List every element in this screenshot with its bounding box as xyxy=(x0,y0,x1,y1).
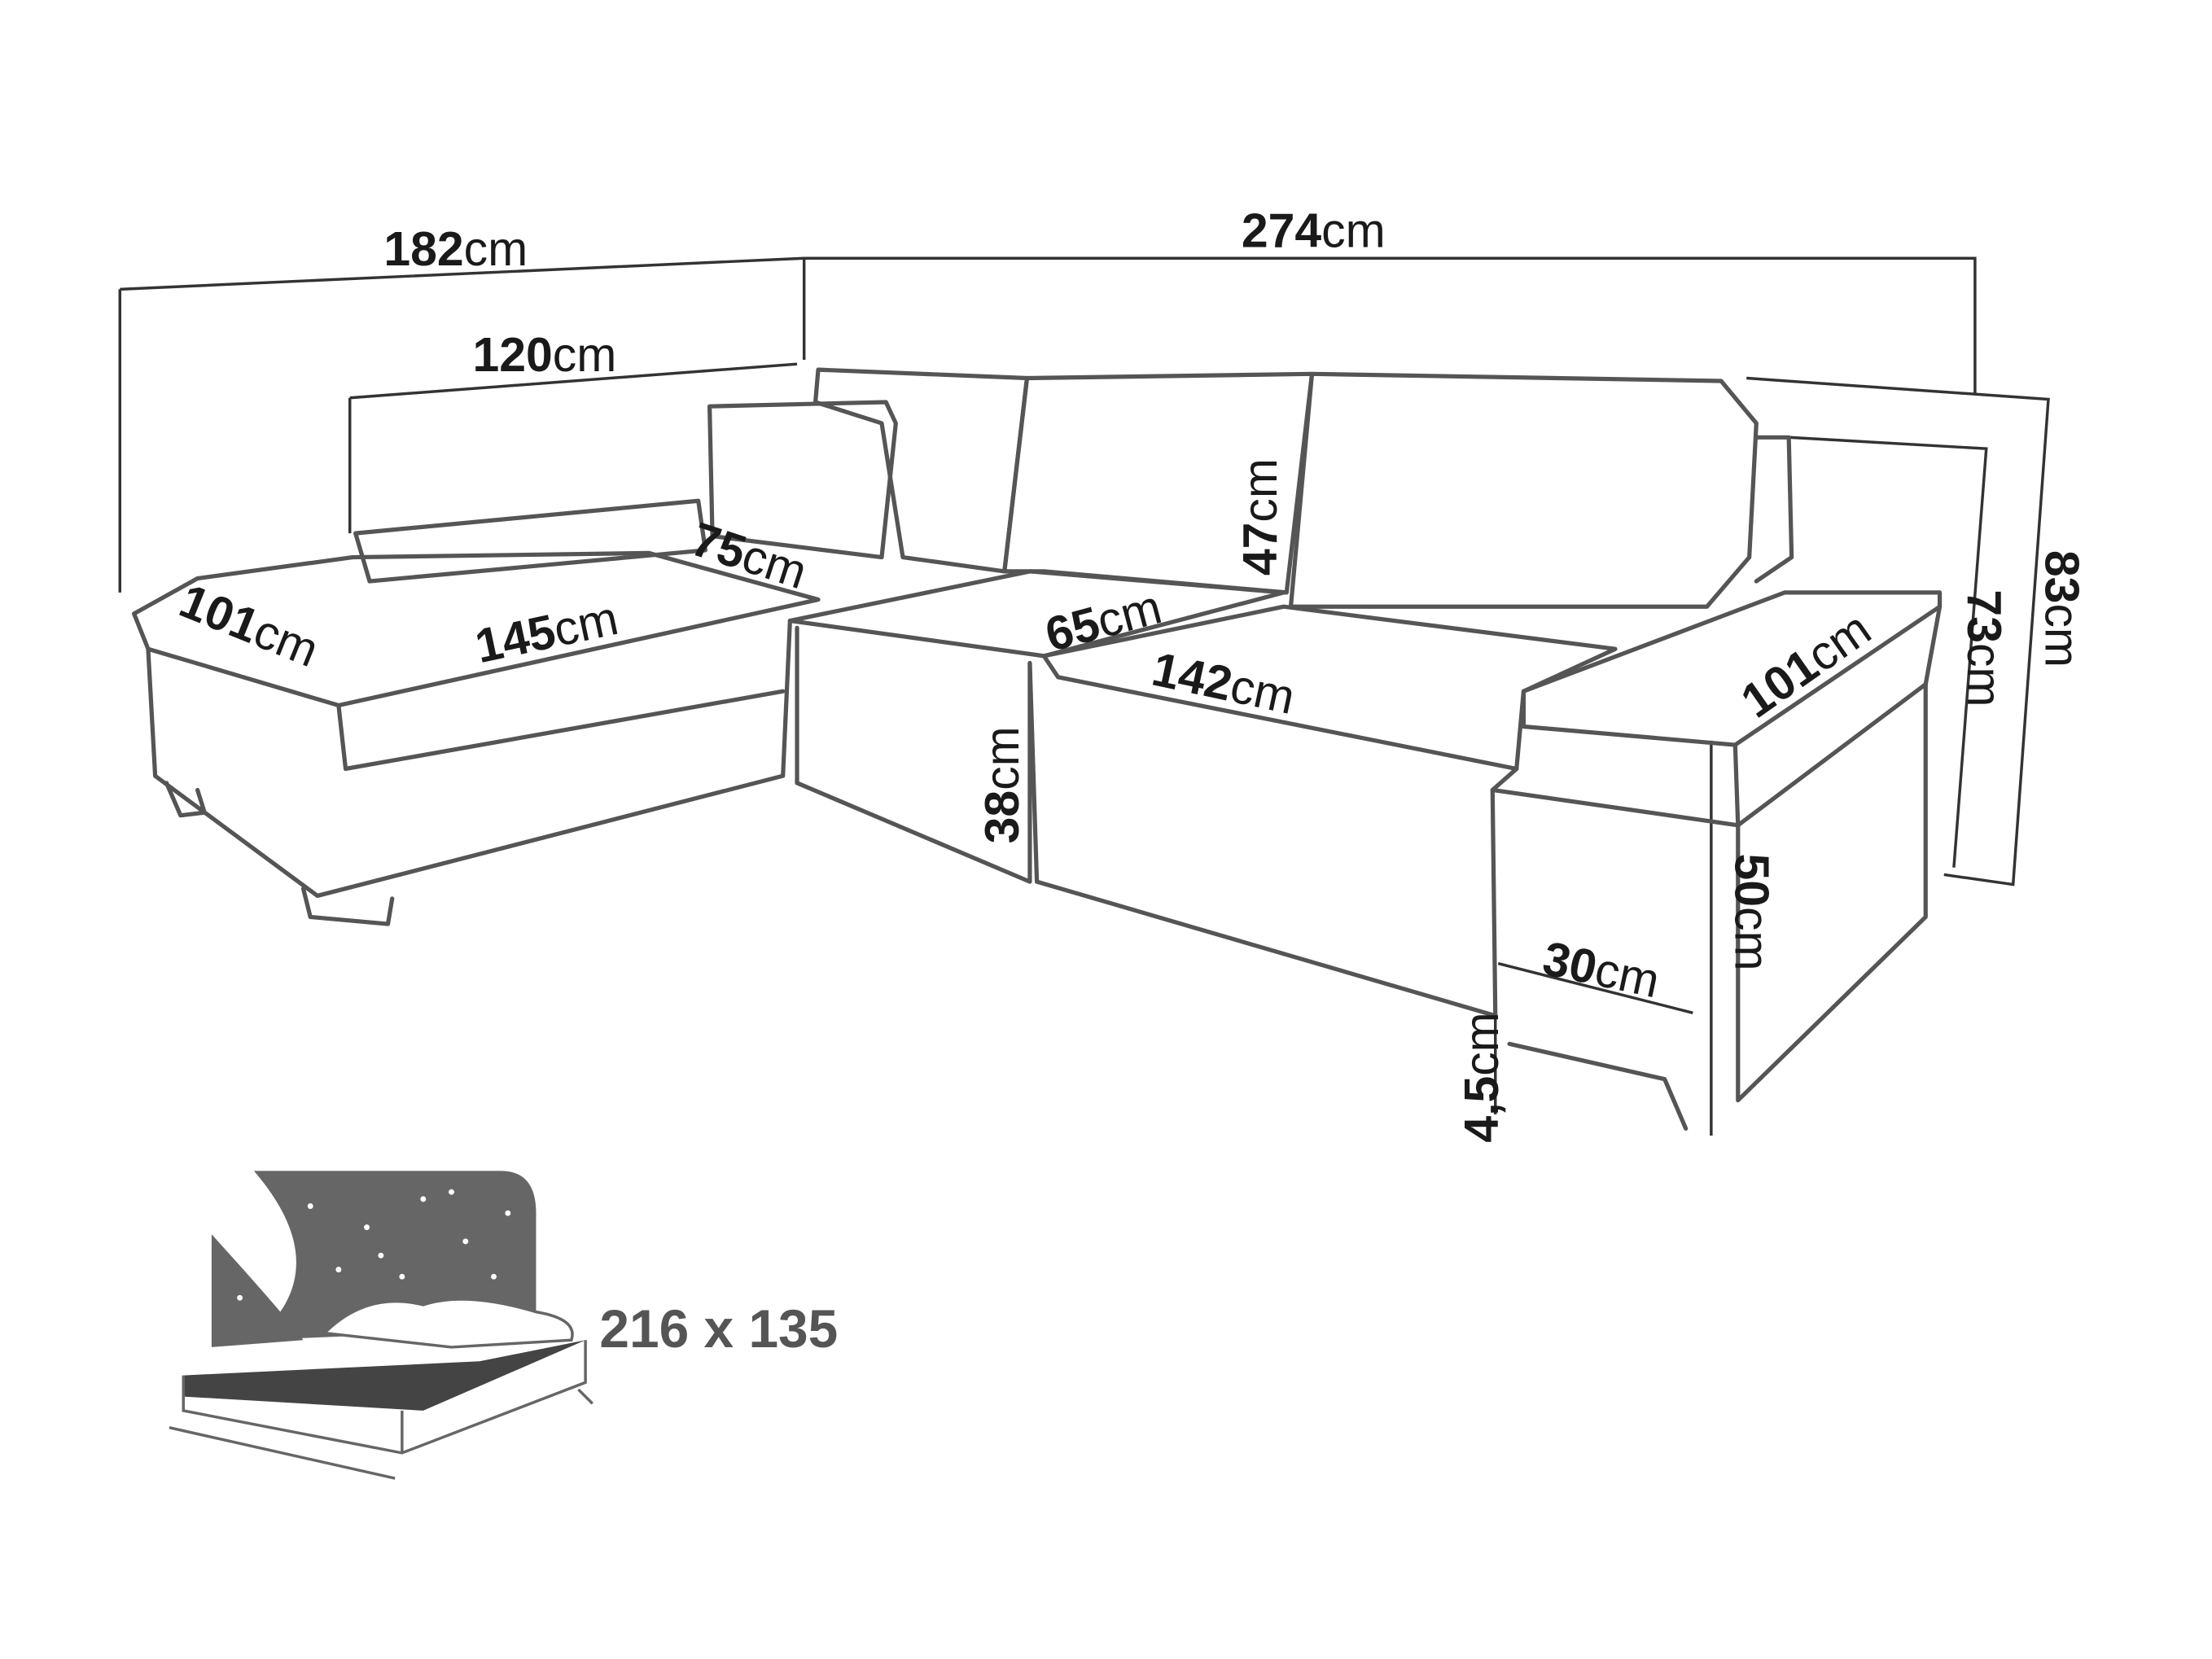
dim-4-5: 4,5cm xyxy=(1456,1012,1509,1142)
dim-83: 83cm xyxy=(2035,550,2088,668)
leg xyxy=(164,781,207,818)
dimension-labels: 182cm 274cm 120cm 75cm 101cm 145cm 65cm … xyxy=(173,204,2088,1142)
chaise-cushion xyxy=(132,550,821,708)
back-cushion-right xyxy=(1288,371,1759,609)
dim-101-chaise: 101cm xyxy=(173,575,326,678)
dim-65: 65cm xyxy=(1040,580,1167,662)
bed-icon: 216 x 135 xyxy=(169,1171,838,1480)
dim-120: 120cm xyxy=(472,329,616,382)
dimension-lines xyxy=(118,256,2050,1136)
sofa-drawing xyxy=(132,367,1943,1131)
dim-47: 47cm xyxy=(1234,458,1287,576)
dim-182: 182cm xyxy=(383,223,528,276)
dim-75: 75cm xyxy=(686,513,813,599)
dim-274: 274cm xyxy=(1242,204,1386,257)
back-side-panel xyxy=(1754,435,1794,584)
leg xyxy=(300,886,395,926)
throw-pillow xyxy=(707,400,898,560)
back-cushion-left xyxy=(813,367,1030,574)
dim-30: 30cm xyxy=(1538,932,1663,1009)
dim-38: 38cm xyxy=(976,726,1029,843)
chaise-armrest xyxy=(353,498,707,584)
dim-73: 73cm xyxy=(1957,589,2010,707)
dim-50: 50cm xyxy=(1724,853,1777,970)
right-arm-base xyxy=(1490,681,1928,1131)
chaise-base xyxy=(146,618,792,899)
dim-142: 142cm xyxy=(1148,643,1299,724)
middle-seat xyxy=(787,569,1286,884)
sleeping-area-label: 216 x 135 xyxy=(599,1298,838,1359)
main-base xyxy=(1027,660,1519,1018)
right-armrest xyxy=(1521,590,1943,828)
dim-101-arm: 101cm xyxy=(1732,602,1880,729)
